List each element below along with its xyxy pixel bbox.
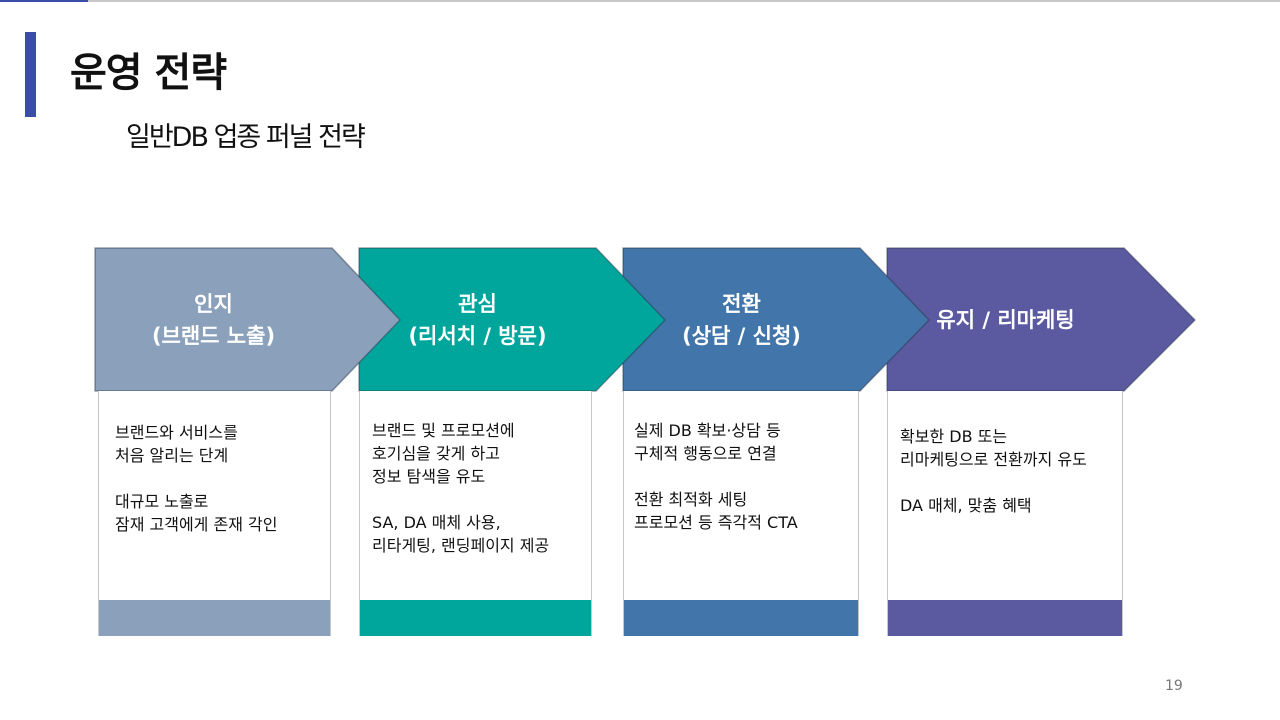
stage-arrow-3: [622, 247, 931, 392]
stage-arrow-4: [886, 247, 1197, 392]
stage-card-conversion: 실제 DB 확보·상담 등 구체적 행동으로 연결 전환 최적화 세팅 프로모션…: [623, 391, 859, 636]
stage-description: 확보한 DB 또는 리마케팅으로 전환까지 유도 DA 매체, 맞춤 혜택: [900, 427, 1087, 515]
stage-label-conversion: 전환 (상담 / 신청): [682, 291, 801, 348]
stage-arrow-1: [94, 247, 402, 392]
page-number: 19: [1165, 678, 1183, 694]
title-accent-bar: [25, 32, 36, 117]
stage-label-retention: 유지 / 리마케팅: [936, 307, 1075, 332]
stage-description: 실제 DB 확보·상담 등 구체적 행동으로 연결 전환 최적화 세팅 프로모션…: [634, 421, 798, 532]
stage-description: 브랜드와 서비스를 처음 알리는 단계 대규모 노출로 잠재 고객에게 존재 각…: [115, 423, 278, 534]
page-title: 운영 전략: [70, 50, 227, 96]
stage-footer-bar: [360, 600, 591, 636]
page-subtitle: 일반DB 업종 퍼널 전략: [126, 122, 366, 153]
stage-card-retention: 확보한 DB 또는 리마케팅으로 전환까지 유도 DA 매체, 맞춤 혜택: [887, 391, 1123, 636]
stage-footer-bar: [99, 600, 330, 636]
top-rule: [0, 0, 1280, 2]
top-accent: [0, 0, 88, 2]
stage-label-awareness: 인지 (브랜드 노출): [151, 291, 276, 348]
stage-label-interest: 관심 (리서치 / 방문): [408, 291, 547, 348]
stage-description: 브랜드 및 프로모션에 호기심을 갖게 하고 정보 탐색을 유도 SA, DA …: [372, 421, 550, 555]
stage-card-interest: 브랜드 및 프로모션에 호기심을 갖게 하고 정보 탐색을 유도 SA, DA …: [359, 391, 592, 636]
stage-footer-bar: [624, 600, 858, 636]
stage-footer-bar: [888, 600, 1122, 636]
stage-arrow-2: [358, 247, 667, 392]
stage-card-awareness: 브랜드와 서비스를 처음 알리는 단계 대규모 노출로 잠재 고객에게 존재 각…: [98, 391, 331, 636]
